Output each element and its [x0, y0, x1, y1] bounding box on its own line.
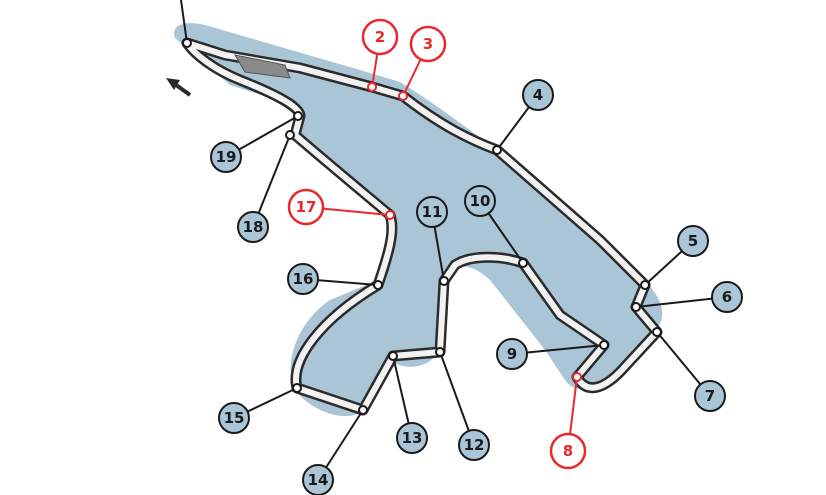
- turn-5-label: 5: [688, 232, 698, 250]
- turn-11-point: [439, 276, 449, 286]
- turn-12-marker: 12: [435, 347, 490, 461]
- turn-9-badge: [496, 338, 528, 370]
- turn-7-label: 7: [705, 387, 715, 405]
- turn-18-label: 18: [243, 218, 264, 236]
- turn-2-marker: 2: [361, 18, 399, 92]
- turn-7-marker: 7: [652, 327, 726, 412]
- turn-8-badge: [549, 432, 587, 470]
- turn-12-label: 12: [464, 436, 485, 454]
- turn-1-pointer: [180, 0, 188, 44]
- turn-3-point: [398, 91, 408, 101]
- turn-13-marker: 13: [388, 351, 428, 454]
- turn-4-badge: [522, 79, 554, 111]
- turn-10-marker: 10: [464, 185, 528, 268]
- turn-13-label: 13: [402, 429, 423, 447]
- turn-8-point: [572, 372, 582, 382]
- turn-4-marker: 4: [492, 79, 554, 155]
- turn-19-label: 19: [216, 148, 237, 166]
- turn-markers: 2 3 4 5 6 7 8 9 10 11 12 13 14 15 16 17 18 19: [210, 18, 743, 495]
- turn-9-marker: 9: [496, 338, 609, 370]
- turn-16-label: 16: [293, 270, 314, 288]
- turn-16-badge: [287, 263, 319, 295]
- turn-4-point: [492, 145, 502, 155]
- direction-arrow-icon: [166, 78, 192, 97]
- turn-17-label: 17: [296, 198, 317, 216]
- turn-18-badge: [237, 211, 269, 243]
- turn-7-badge: [694, 380, 726, 412]
- turn-1-marker: [182, 38, 192, 48]
- turn-15-marker: 15: [218, 383, 302, 434]
- turn-15-point: [292, 383, 302, 393]
- turn-6-point: [631, 302, 641, 312]
- turn-3-label: 3: [423, 35, 433, 53]
- turn-12-badge: [458, 429, 490, 461]
- turn-12-pointer: [439, 351, 475, 446]
- turn-19-marker: 19: [210, 111, 303, 173]
- turn-11-badge: [416, 196, 448, 228]
- turn-19-point: [293, 111, 303, 121]
- turn-14-badge: [302, 464, 334, 495]
- turn-15-badge: [218, 402, 250, 434]
- turn-11-marker: 11: [416, 196, 449, 286]
- turn-5-badge: [677, 225, 709, 257]
- turn-5-marker: 5: [640, 225, 709, 290]
- turn-3-badge: [409, 25, 447, 63]
- turn-8-label: 8: [563, 442, 573, 460]
- turn-8-marker: 8: [549, 372, 587, 470]
- turn-9-point: [599, 340, 609, 350]
- turn-13-badge: [396, 422, 428, 454]
- turn-10-label: 10: [470, 192, 491, 210]
- turn-16-marker: 16: [287, 263, 383, 295]
- turn-2-badge: [361, 18, 399, 56]
- turn-14-point: [358, 405, 368, 415]
- turn-12-point: [435, 347, 445, 357]
- turn-10-point: [518, 258, 528, 268]
- turn-19-badge: [210, 141, 242, 173]
- turn-6-marker: 6: [631, 281, 743, 313]
- turn-18-point: [285, 130, 295, 140]
- turn-4-label: 4: [533, 86, 543, 104]
- turn-9-label: 9: [507, 345, 517, 363]
- turn-3-marker: 3: [398, 25, 447, 101]
- turn-14-marker: 14: [302, 405, 368, 495]
- turn-2-label: 2: [375, 28, 385, 46]
- turn-6-label: 6: [722, 288, 732, 306]
- turn-18-marker: 18: [237, 130, 295, 243]
- turn-18-pointer: [252, 134, 291, 228]
- turn-14-label: 14: [308, 471, 329, 489]
- turn-13-point: [388, 351, 398, 361]
- turn-2-point: [367, 82, 377, 92]
- turn-11-label: 11: [422, 203, 443, 221]
- turn-7-point: [652, 327, 662, 337]
- turn-17-marker: 17: [287, 188, 395, 226]
- pit-building: [234, 54, 291, 79]
- turn-15-label: 15: [224, 409, 245, 427]
- turn-6-badge: [711, 281, 743, 313]
- turn-5-point: [640, 280, 650, 290]
- turn-10-badge: [464, 185, 496, 217]
- turn-17-badge: [287, 188, 325, 226]
- turn-16-point: [373, 280, 383, 290]
- turn-17-point: [385, 210, 395, 220]
